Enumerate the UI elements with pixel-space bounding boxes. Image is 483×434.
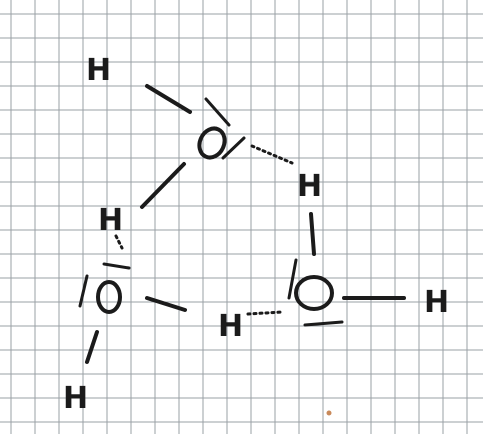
- oxygen-left-ring: [96, 280, 122, 314]
- oxygen-top-ring: [197, 126, 227, 160]
- oxygen-right-lone-pair-side: [287, 258, 298, 300]
- label-h-bottom-bridge: H: [218, 309, 243, 344]
- oxygen-left: [78, 262, 131, 314]
- label-h-mid-left: H: [98, 203, 123, 238]
- label-h-bottom-left: H: [63, 381, 88, 416]
- oxygen-right-lone-pair-lower: [303, 320, 344, 327]
- oxygen-right: [287, 258, 344, 327]
- stray-mark: [326, 410, 332, 416]
- oxygen-left-lone-pair-side: [78, 274, 89, 308]
- oxygen-right-ring: [294, 275, 334, 311]
- hbond-o-top-h-top-bridge: [250, 144, 294, 165]
- oxygen-top-lone-pair-upper: [204, 97, 231, 127]
- oxygen-left-lone-pair-upper: [102, 262, 131, 270]
- label-h-top-left: H: [86, 53, 111, 88]
- bond-o-top-h-mid-left: [140, 162, 186, 209]
- bond-o-top-h-top-left: [145, 84, 192, 114]
- label-h-top-bridge: H: [297, 169, 322, 204]
- hbond-h-mid-left-o-left: [114, 234, 124, 250]
- bond-o-right-h-top-bridge: [309, 212, 316, 256]
- oxygen-top-lone-pair-lower: [221, 136, 246, 160]
- bond-o-left-h-bottom-bridge: [145, 296, 187, 312]
- bond-o-left-h-bottom-left: [85, 330, 99, 364]
- oxygen-top: [197, 97, 246, 160]
- hbond-h-bottom-bridge-o-right: [246, 310, 284, 316]
- label-h-right: H: [424, 285, 449, 320]
